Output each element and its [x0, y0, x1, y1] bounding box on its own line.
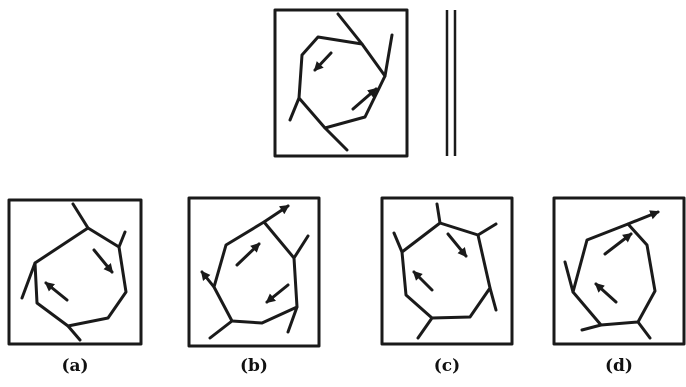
option-b-extension-line — [292, 234, 310, 260]
option-d-label: (d) — [605, 356, 633, 376]
option-c-extension-line — [476, 222, 498, 237]
question-arrow — [351, 87, 378, 111]
option-c-frame — [380, 196, 514, 346]
question-extension-line — [323, 126, 349, 152]
question-arrow — [313, 51, 333, 72]
question-extension-line — [288, 96, 301, 122]
option-b-label: (b) — [240, 356, 268, 376]
option-a-arrow — [44, 281, 69, 302]
option-c-extension-line — [488, 286, 498, 312]
option-a-figure[interactable] — [7, 198, 143, 346]
option-b-arrow — [235, 242, 261, 267]
option-c-label: (c) — [433, 356, 461, 376]
option-a-extension-line — [66, 324, 82, 342]
option-a-label: (a) — [61, 356, 89, 376]
option-a-extension-line — [117, 230, 127, 249]
question-frame — [273, 8, 409, 158]
option-c-figure[interactable] — [380, 196, 514, 346]
option-b-hexagon — [212, 220, 299, 325]
option-c-hexagon — [400, 221, 492, 320]
option-d-arrow — [594, 282, 618, 304]
option-b-figure[interactable] — [187, 196, 321, 348]
option-a-hexagon — [33, 226, 128, 328]
option-a-frame — [7, 198, 143, 346]
option-c-arrow — [446, 232, 468, 258]
option-b-extension-line — [200, 270, 216, 289]
option-b-extension-line — [286, 305, 299, 334]
option-c-extension-line — [435, 202, 442, 225]
option-a-arrow — [92, 248, 114, 274]
question-figure — [273, 8, 409, 158]
option-d-hexagon — [571, 222, 657, 327]
option-b-extension-line — [262, 204, 290, 224]
option-b-extension-line — [208, 319, 234, 340]
option-d-extension-line — [626, 210, 660, 226]
option-b-frame — [187, 196, 321, 348]
question-extension-line — [383, 33, 394, 78]
question-hexagon — [297, 35, 387, 130]
option-c-extension-line — [416, 316, 434, 340]
option-d-frame — [552, 196, 686, 346]
option-d-extension-line — [580, 323, 603, 332]
option-d-arrow — [603, 232, 633, 256]
option-c-extension-line — [392, 231, 404, 254]
option-d-extension-line — [563, 260, 575, 294]
option-d-figure[interactable] — [552, 196, 686, 346]
option-a-extension-line — [20, 261, 37, 300]
option-b-arrow — [265, 283, 290, 304]
option-a-extension-line — [71, 202, 90, 230]
question-extension-line — [336, 12, 364, 46]
mirror-line — [445, 10, 457, 156]
option-c-arrow — [412, 270, 434, 292]
option-d-extension-line — [636, 320, 652, 340]
